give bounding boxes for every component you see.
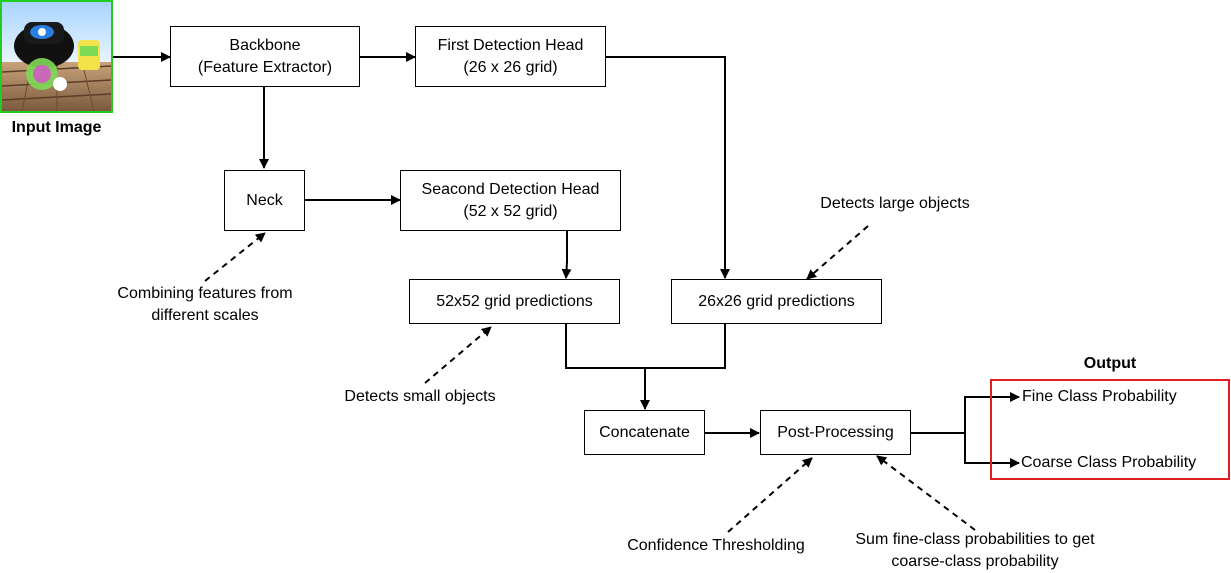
annotation-sum-line1: Sum fine-class probabilities to get xyxy=(855,531,1095,548)
dashed-arrow-confidence xyxy=(727,457,813,533)
pred26-box: 26x26 grid predictions xyxy=(671,279,882,324)
input-image-thumbnail xyxy=(0,0,113,113)
second-head-subtitle: (52 x 52 grid) xyxy=(463,202,558,220)
neck-box: Neck xyxy=(224,170,305,231)
arrow-firsthead-pred26 xyxy=(606,56,730,279)
line-pred52-merge xyxy=(565,324,645,369)
annotation-combining: Combining features from different scales xyxy=(90,283,320,327)
annotation-confidence: Confidence Thresholding xyxy=(627,537,805,554)
post-processing-box: Post-Processing xyxy=(760,410,911,455)
backbone-box: Backbone (Feature Extractor) xyxy=(170,26,360,87)
neck-label: Neck xyxy=(246,191,283,209)
annotation-sum-line2: coarse-class probability xyxy=(891,553,1059,570)
output-title: Output xyxy=(1083,355,1137,372)
pred52-box: 52x52 grid predictions xyxy=(409,279,620,324)
arrow-branch-fine xyxy=(964,392,1020,433)
first-head-title: First Detection Head xyxy=(437,36,584,54)
annotation-combining-line1: Combining features from xyxy=(117,285,293,302)
concatenate-label: Concatenate xyxy=(599,423,690,441)
input-image-caption: Input Image xyxy=(11,119,102,136)
arrow-branch-coarse xyxy=(964,433,1020,468)
output-fine-probability: Fine Class Probability xyxy=(1022,388,1177,405)
dashed-arrow-small xyxy=(424,326,492,384)
line-pred26-merge xyxy=(645,324,726,369)
output-coarse-probability: Coarse Class Probability xyxy=(1021,454,1197,471)
second-detection-head-box: Seacond Detection Head (52 x 52 grid) xyxy=(400,170,621,231)
post-processing-label: Post-Processing xyxy=(777,423,894,441)
second-head-title: Seacond Detection Head xyxy=(421,180,600,198)
dashed-arrow-combining xyxy=(204,232,266,282)
backbone-subtitle: (Feature Extractor) xyxy=(197,58,333,76)
annotation-large-objects: Detects large objects xyxy=(820,195,970,212)
dashed-arrow-sum xyxy=(876,455,976,531)
arrow-secondhead-pred52 xyxy=(561,231,572,279)
pred52-label: 52x52 grid predictions xyxy=(436,292,593,310)
annotation-sum: Sum fine-class probabilities to get coar… xyxy=(835,529,1115,573)
first-head-subtitle: (26 x 26 grid) xyxy=(463,58,558,76)
concatenate-box: Concatenate xyxy=(584,410,705,455)
annotation-combining-line2: different scales xyxy=(151,307,259,324)
output-box xyxy=(990,379,1230,480)
annotation-small-objects: Detects small objects xyxy=(344,388,496,405)
dashed-arrow-large xyxy=(806,225,869,280)
backbone-title: Backbone xyxy=(229,36,301,54)
input-image-picture xyxy=(2,2,111,111)
pred26-label: 26x26 grid predictions xyxy=(698,292,855,310)
first-detection-head-box: First Detection Head (26 x 26 grid) xyxy=(415,26,606,87)
